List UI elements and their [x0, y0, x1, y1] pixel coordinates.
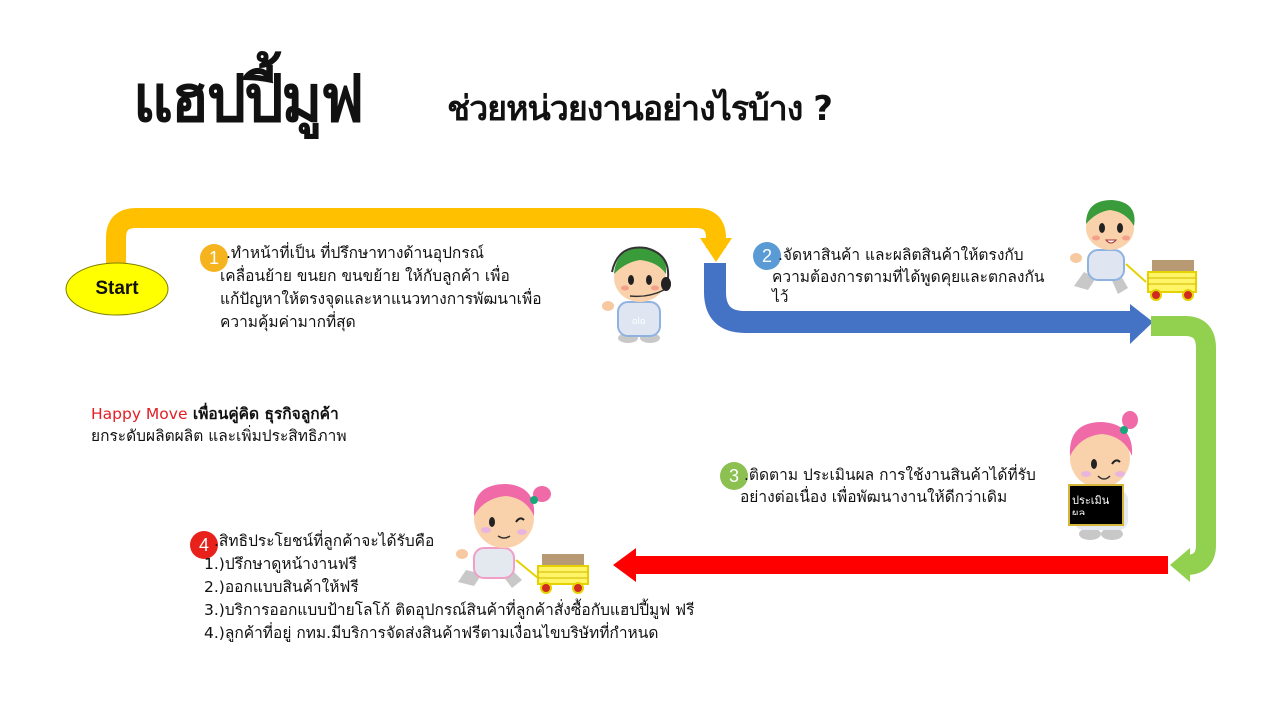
step2-arrow — [704, 263, 1153, 344]
step-1-line-2: เคลื่อนย้าย ขนยก ขนขย้าย ให้กับลูกค้า เพ… — [220, 267, 510, 285]
girl-pulling-cart-icon — [456, 484, 589, 594]
boy-pulling-cart-icon — [1070, 200, 1197, 301]
step-1-line-4: ความคุ้มค่ามากที่สุด — [220, 313, 356, 331]
brand-name: Happy Move — [91, 405, 188, 423]
step-2-line-2: ความต้องการตามที่ได้พูดคุยและตกลงกัน — [772, 268, 1045, 286]
girl-holding-sign-icon: ประเมิน ผล — [1058, 410, 1148, 542]
step-2-line-1: .จัดหาสินค้า และผลิตสินค้าให้ตรงกับ — [778, 246, 1024, 264]
boy-with-headset-icon: olo — [602, 246, 671, 343]
benefit-2: 2.)ออกแบบสินค้าให้ฟรี — [204, 578, 359, 596]
step-1-line-3: แก้ปัญหาให้ตรงจุดและหาแนวทางการพัฒนาเพื่… — [220, 290, 542, 308]
tagline-slogan: เพื่อนคู่คิด ธุรกิจลูกค้า — [187, 405, 339, 423]
step-3-line-1: .ติดตาม ประเมินผล การใช้งานสินค้าได้ที่ร… — [744, 466, 1036, 484]
benefit-4: 4.)ลูกค้าที่อยู่ กทม.มีบริการจัดส่งสินค้… — [204, 624, 659, 642]
step4-arrow — [613, 548, 1168, 582]
page-subtitle: ช่วยหน่วยงานอย่างไรบ้าง ? — [447, 89, 833, 129]
tagline-line-2: ยกระดับผลิตผลิต และเพิ่มประสิทธิภาพ — [91, 427, 347, 445]
step-4-badge: 4 — [190, 531, 218, 559]
tagline: Happy Move เพื่อนคู่คิด ธุรกิจลูกค้า ยกร… — [91, 403, 347, 447]
svg-text:olo: olo — [632, 317, 646, 327]
page-title: แฮปปี้มูฟ — [133, 60, 364, 137]
start-label: Start — [95, 278, 139, 299]
benefit-3: 3.)บริการออกแบบป้ายโลโก้ ติดอุปกรณ์สินค้… — [204, 601, 695, 619]
start-ellipse — [65, 262, 169, 316]
step-2-line-3: ไว้ — [772, 288, 789, 306]
step-1-badge: 1 — [200, 244, 228, 272]
step-1-line-1: .ทำหน้าที่เป็น ที่ปรึกษาทางด้านอุปกรณ์ — [226, 244, 485, 262]
benefit-1: 1.)ปรึกษาดูหน้างานฟรี — [204, 555, 358, 573]
step-3-badge: 3 — [720, 462, 748, 490]
step-4-line-1: .สิทธิประโยชน์ที่ลูกค้าจะได้รับคือ — [214, 532, 435, 550]
sign-text-line-2: ผล — [1072, 507, 1086, 515]
step-3-line-2: อย่างต่อเนื่อง เพื่อพัฒนางานให้ดีกว่าเดิ… — [740, 488, 1008, 506]
step1-arrow — [106, 208, 732, 264]
sign-text-line-1: ประเมิน — [1072, 494, 1110, 507]
step-2-badge: 2 — [753, 242, 781, 270]
step3-arrow — [1151, 316, 1216, 582]
